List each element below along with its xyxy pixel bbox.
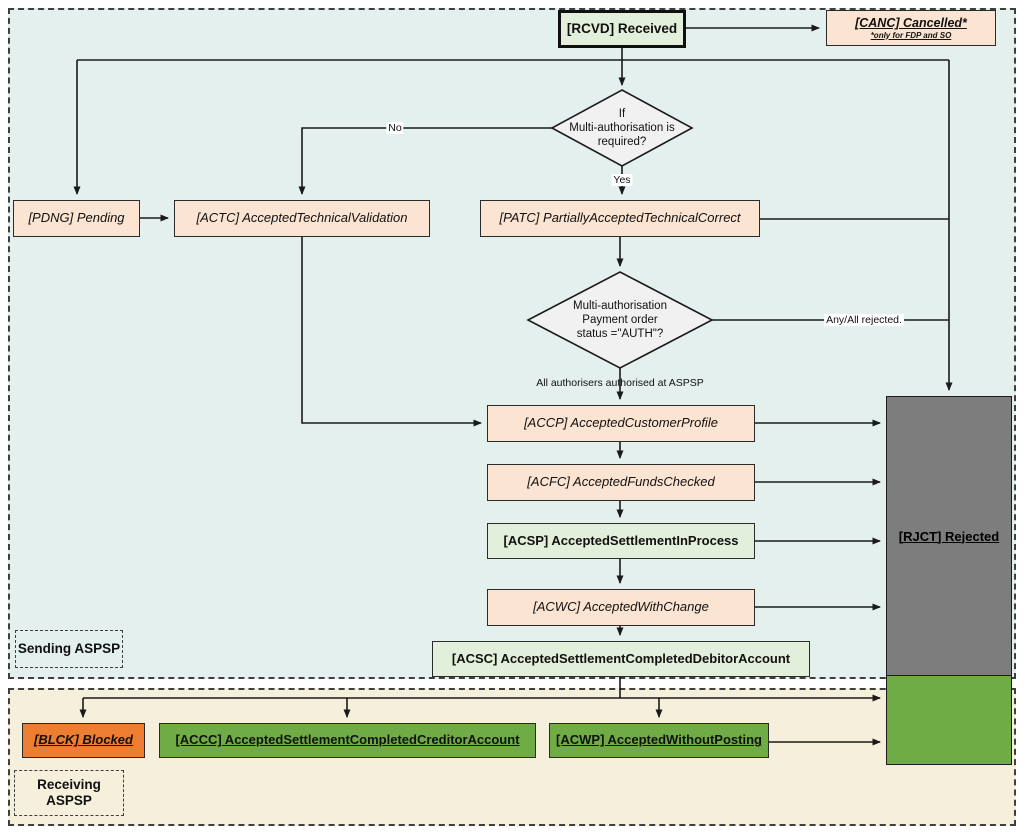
- sending-aspsp-region: [8, 8, 1016, 679]
- node-canc-note: *only for FDP and SO: [870, 30, 952, 40]
- node-rjct-rejected: [RJCT] Rejected: [886, 396, 1012, 676]
- node-patc-partially-accepted-technical-correct: [PATC] PartiallyAcceptedTechnicalCorrect: [480, 200, 760, 237]
- node-blck-blocked: [BLCK] Blocked: [22, 723, 145, 758]
- node-acsp-accepted-settlement-in-process: [ACSP] AcceptedSettlementInProcess: [487, 523, 755, 559]
- node-acwp-accepted-without-posting: [ACWP] AcceptedWithoutPosting: [549, 723, 769, 758]
- edge-label-all-authorised: All authorisers authorised at ASPSP: [536, 377, 704, 389]
- decision2-label: Multi-authorisation Payment order status…: [573, 299, 667, 341]
- node-rcvd-received: [RCVD] Received: [558, 10, 686, 48]
- edge-label-yes: Yes: [611, 174, 633, 186]
- sending-aspsp-tag-label: Sending ASPSP: [17, 640, 121, 656]
- node-rjct-rejected-receiving-part: [886, 676, 1012, 765]
- node-actc-accepted-technical-validation: [ACTC] AcceptedTechnicalValidation: [174, 200, 430, 237]
- decision1-line2: Multi-authorisation is: [569, 121, 675, 134]
- receiving-aspsp-tag: Receiving ASPSP: [14, 770, 124, 816]
- decision1-line1: If: [618, 107, 626, 120]
- decision2-line2: Payment order: [582, 313, 658, 326]
- node-acwc-accepted-with-change: [ACWC] AcceptedWithChange: [487, 589, 755, 626]
- sending-aspsp-tag: Sending ASPSP: [15, 630, 123, 668]
- receiving-aspsp-tag-line1: Receiving: [37, 776, 101, 792]
- node-accp-accepted-customer-profile: [ACCP] AcceptedCustomerProfile: [487, 405, 755, 442]
- node-canc-cancelled: [CANC] Cancelled* *only for FDP and SO: [826, 10, 996, 46]
- decision1-label: If Multi-authorisation is required?: [569, 107, 674, 149]
- decision2-line1: Multi-authorisation: [573, 299, 667, 312]
- receiving-aspsp-tag-line2: ASPSP: [46, 793, 92, 808]
- node-acfc-accepted-funds-checked: [ACFC] AcceptedFundsChecked: [487, 464, 755, 501]
- edge-label-no: No: [386, 122, 404, 134]
- node-rjct-label: [RJCT] Rejected: [898, 528, 1000, 544]
- decision2-line3: status ="AUTH"?: [576, 328, 664, 341]
- node-acsc-accepted-settlement-completed-debitor-account: [ACSC] AcceptedSettlementCompletedDebito…: [432, 641, 810, 677]
- node-canc-label: [CANC] Cancelled*: [855, 16, 967, 31]
- node-pdng-pending: [PDNG] Pending: [13, 200, 140, 237]
- decision1-line3: required?: [597, 136, 647, 149]
- edge-label-any-all-rejected: Any/All rejected.: [824, 314, 904, 326]
- node-accc-accepted-settlement-completed-creditor-account: [ACCC] AcceptedSettlementCompletedCredit…: [159, 723, 536, 758]
